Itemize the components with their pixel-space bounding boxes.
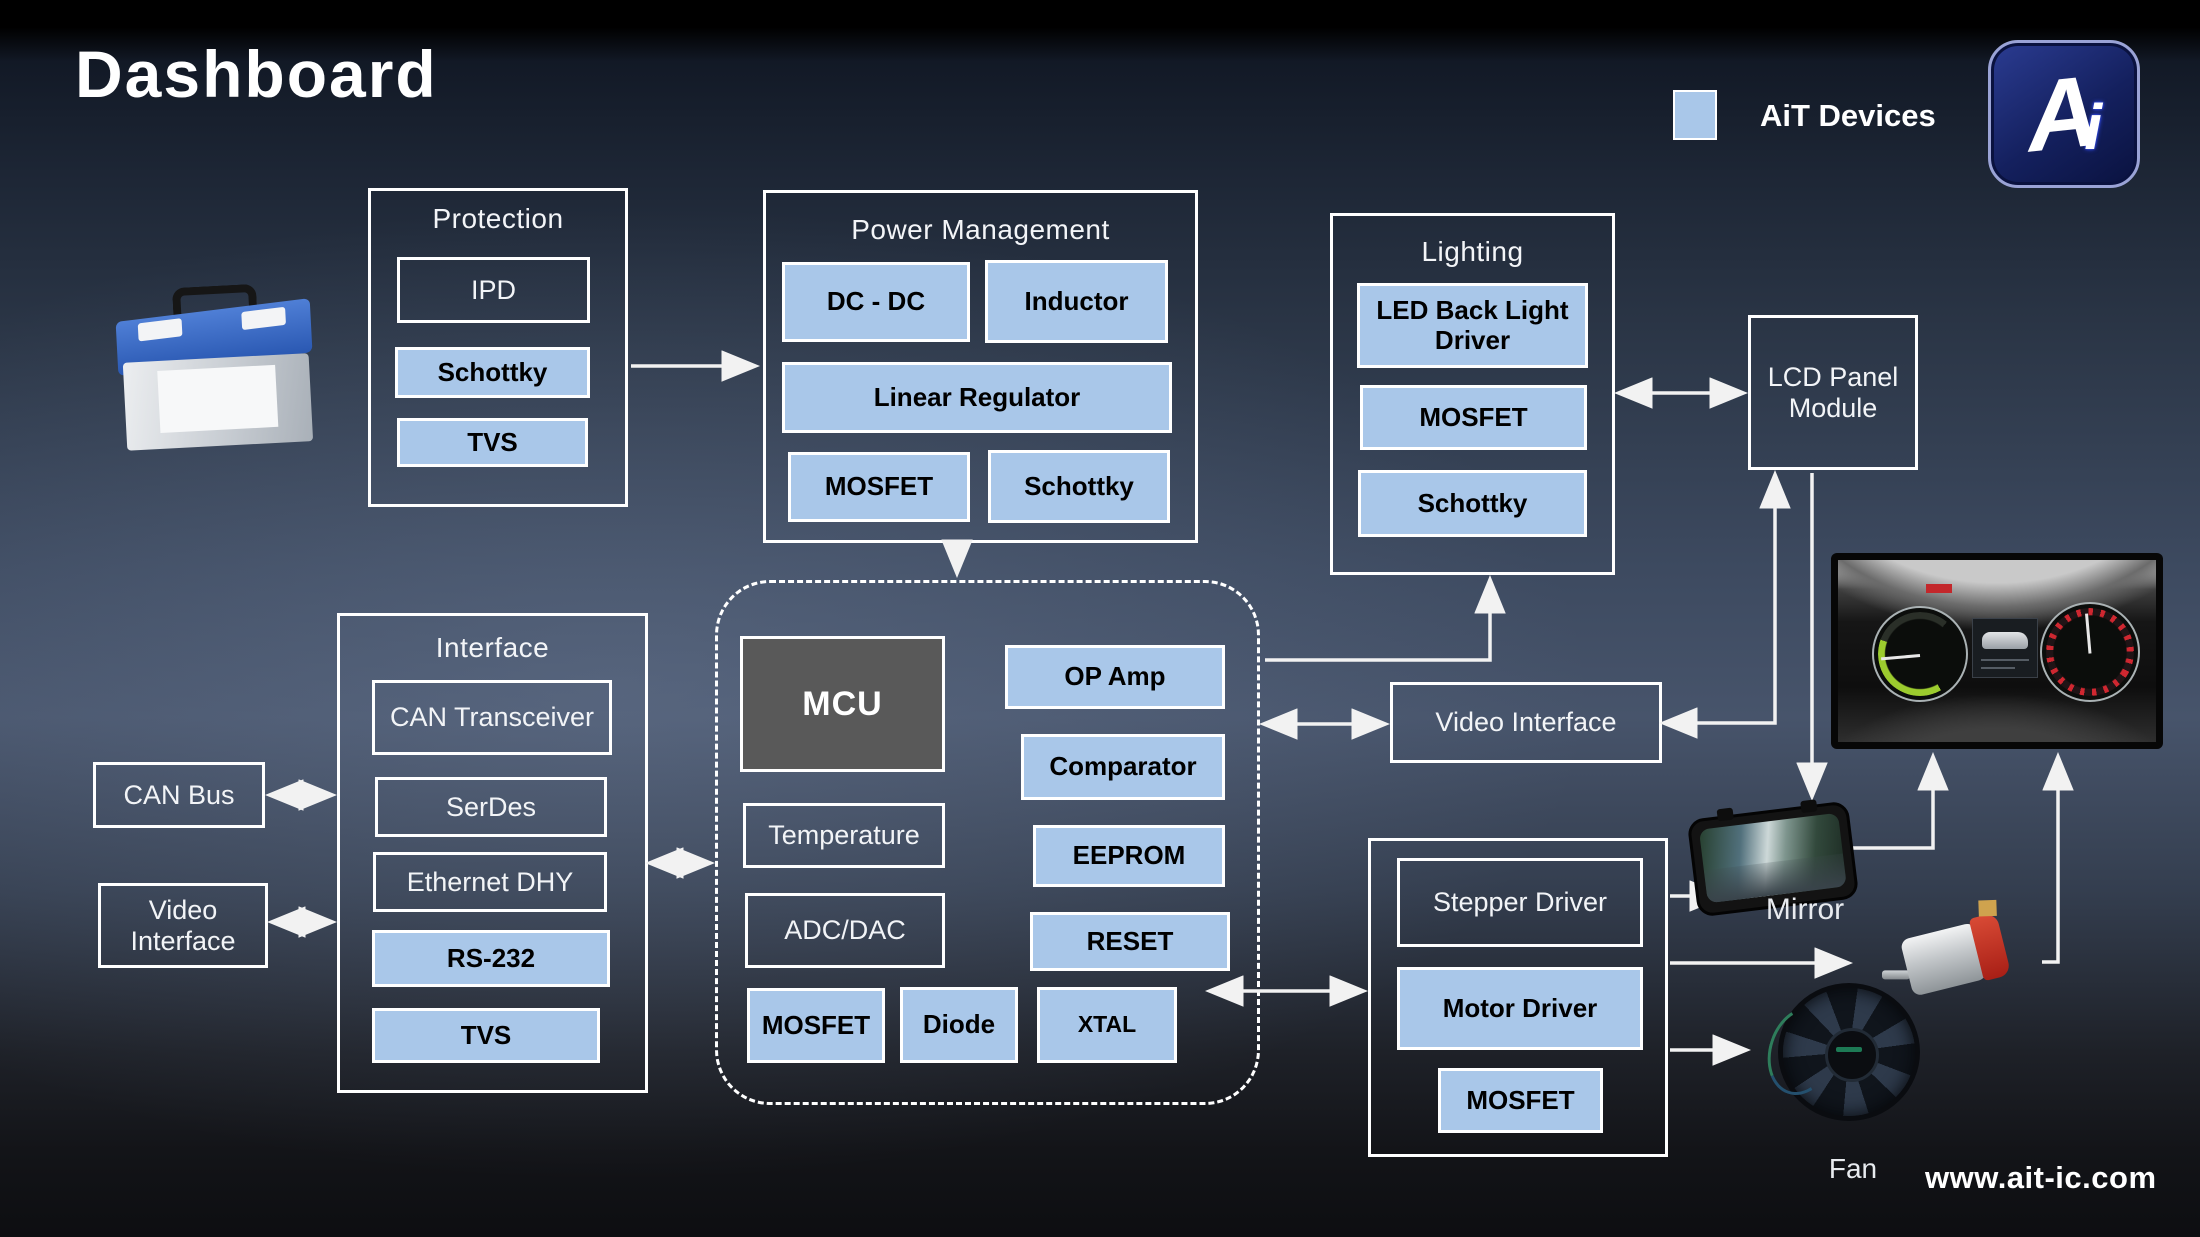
chip-power-schottky: Schottky <box>988 450 1170 523</box>
chip-op-amp: OP Amp <box>1005 645 1225 709</box>
mcu-dashed-region <box>715 580 1260 1105</box>
protection-group-title: Protection <box>432 203 564 234</box>
chip-diode: Diode <box>900 987 1018 1063</box>
chip-ipd: IPD <box>397 257 590 323</box>
chip-mcu-mosfet: MOSFET <box>747 988 885 1063</box>
fan-hub <box>1825 1028 1879 1082</box>
chip-dc-dc: DC - DC <box>782 262 970 342</box>
motor-contact-tab <box>1978 899 1997 917</box>
connector-videoright-lcd <box>1659 470 1791 739</box>
cluster-warning-badge <box>1926 584 1952 593</box>
chip-lighting-mosfet: MOSFET <box>1360 385 1587 450</box>
logo-letter-a: A <box>2020 54 2104 173</box>
motor-shaft <box>1881 970 1910 980</box>
battery-body <box>122 353 314 451</box>
box-video-interface-left: Video Interface <box>98 883 268 968</box>
motor-group-box <box>1368 838 1668 1157</box>
logo-letter-i: i <box>2084 91 2102 163</box>
mirror-caption: Mirror <box>1765 893 1845 926</box>
chip-protection-schottky: Schottky <box>395 347 590 398</box>
chip-serdes: SerDes <box>375 777 607 837</box>
chip-temperature: Temperature <box>743 803 945 868</box>
box-can-bus: CAN Bus <box>93 762 265 828</box>
chip-reset: RESET <box>1030 912 1230 971</box>
cluster-display-line <box>1981 659 2029 661</box>
power-management-group-title: Power Management <box>851 214 1110 245</box>
page-title: Dashboard <box>75 37 438 111</box>
chip-power-mosfet: MOSFET <box>788 452 970 522</box>
lighting-group-title: Lighting <box>1421 236 1524 267</box>
battery-label-area <box>157 364 279 433</box>
protection-group-box <box>368 188 628 507</box>
cluster-center-display <box>1972 618 2038 678</box>
connector-mcu-to-lighting <box>1265 575 1506 662</box>
cluster-car-graphic <box>1982 632 2028 649</box>
lighting-group-box <box>1330 213 1615 575</box>
legend-ait-label: AiT Devices <box>1760 98 1936 133</box>
chip-led-backlight-driver: LED Back Light Driver <box>1357 283 1588 368</box>
chip-interface-tvs: TVS <box>372 1008 600 1063</box>
chip-adc-dac: ADC/DAC <box>745 893 945 968</box>
car-battery-image <box>114 275 318 455</box>
chip-ethernet-dhy: Ethernet DHY <box>373 852 607 912</box>
chip-eeprom: EEPROM <box>1033 825 1225 887</box>
chip-motor-mosfet: MOSFET <box>1438 1068 1603 1133</box>
chip-comparator: Comparator <box>1021 734 1225 800</box>
cluster-left-gauge <box>1872 606 1968 702</box>
legend-ait-swatch <box>1673 90 1717 140</box>
mirror-screen <box>1698 812 1847 904</box>
cluster-display-line <box>1981 667 2015 669</box>
fan-caption: Fan <box>1828 1153 1878 1184</box>
box-lcd-panel-module: LCD Panel Module <box>1748 315 1918 470</box>
chip-motor-driver: Motor Driver <box>1397 967 1643 1050</box>
website-url: www.ait-ic.com <box>1925 1160 2157 1195</box>
chip-can-transceiver: CAN Transceiver <box>372 680 612 755</box>
connector-motor-to-cluster <box>2042 752 2074 964</box>
interface-group-title: Interface <box>435 632 550 663</box>
instrument-cluster-image <box>1831 553 2163 749</box>
chip-inductor: Inductor <box>985 260 1168 343</box>
chip-stepper-driver: Stepper Driver <box>1397 858 1643 947</box>
cluster-photo <box>1838 560 2156 742</box>
chip-protection-tvs: TVS <box>397 418 588 467</box>
box-video-interface-right: Video Interface <box>1390 682 1662 763</box>
dc-motor-image <box>1881 895 2022 1016</box>
chip-xtal: XTAL <box>1037 987 1177 1063</box>
fan-image <box>1756 983 1920 1121</box>
mirror-clip <box>1800 799 1818 814</box>
chip-mcu: MCU <box>740 636 945 772</box>
chip-rs232: RS-232 <box>372 930 610 987</box>
chip-lighting-schottky: Schottky <box>1358 470 1587 537</box>
connector-mirror-to-cluster <box>1852 752 1949 850</box>
cluster-right-gauge <box>2040 602 2140 702</box>
mirror-clip <box>1716 807 1734 822</box>
chip-linear-regulator: Linear Regulator <box>782 362 1172 433</box>
gauge-green-arc <box>1878 612 1962 696</box>
power-management-group-box <box>763 190 1198 543</box>
